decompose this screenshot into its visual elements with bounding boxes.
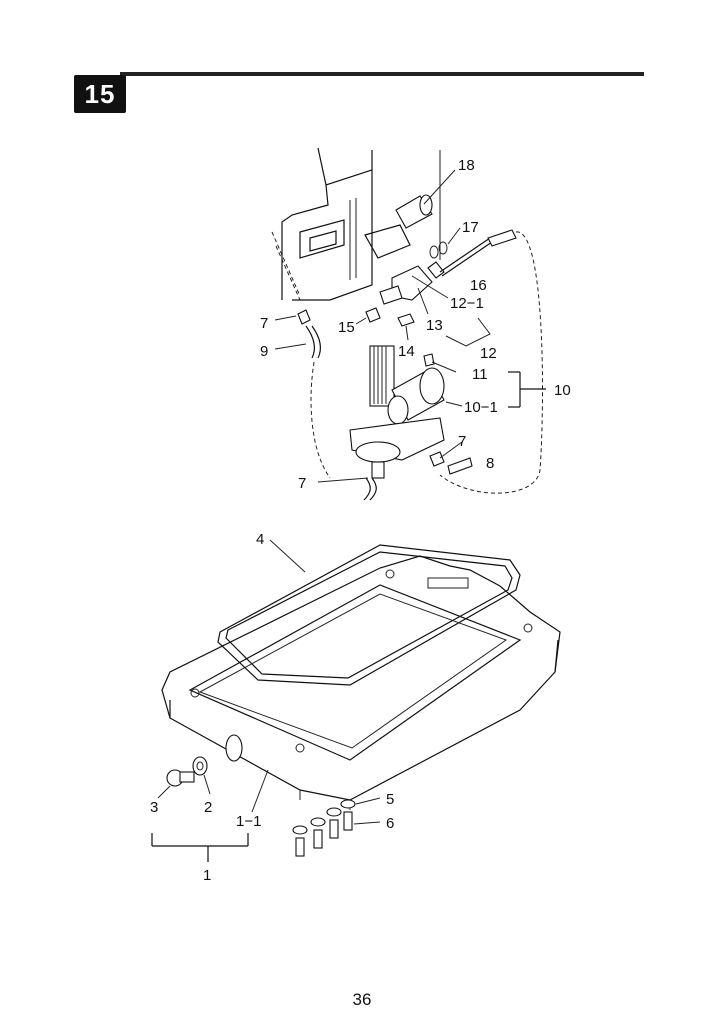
part-12-assembly	[355, 265, 491, 347]
part-18-sleeve	[395, 169, 456, 229]
part-16-tube	[427, 229, 544, 494]
machine-frame	[271, 147, 441, 301]
callout-5: 5	[386, 791, 394, 808]
callout-4: 4	[256, 531, 264, 548]
part-2-washer	[192, 756, 211, 795]
callout-2: 2	[204, 799, 212, 816]
callout-13: 13	[426, 317, 443, 334]
callout-18: 18	[458, 157, 475, 174]
bracket-10	[508, 371, 546, 408]
part-5-washers	[292, 797, 381, 835]
part-17-oring	[429, 227, 461, 259]
part-4-gasket	[217, 539, 521, 686]
callout-7-upper: 7	[260, 315, 268, 332]
callout-14: 14	[398, 343, 415, 360]
bracket-1	[151, 833, 249, 862]
callout-10: 10	[554, 382, 571, 399]
callout-11: 11	[472, 366, 488, 383]
part-1-1-pan	[161, 555, 561, 813]
callout-12-1: 12−1	[450, 295, 484, 312]
callout-7-lower: 7	[298, 475, 306, 492]
callout-7-right: 7	[458, 433, 466, 450]
callout-1: 1	[203, 867, 211, 884]
callout-15: 15	[338, 319, 355, 336]
callout-9: 9	[260, 343, 268, 360]
callout-1-1: 1−1	[236, 813, 261, 830]
part-10-pump-body	[349, 345, 473, 501]
part-3-drain-screw	[157, 769, 195, 799]
callout-12: 12	[480, 345, 497, 362]
callout-3: 3	[150, 799, 158, 816]
page-number: 36	[352, 990, 372, 1009]
part-6-bolts	[295, 811, 381, 857]
section-badge: 15	[74, 75, 126, 113]
part-9-hose	[274, 309, 331, 479]
callout-6: 6	[386, 815, 394, 832]
header-rule	[120, 72, 644, 76]
callout-16: 16	[470, 277, 487, 294]
callout-17: 17	[462, 219, 479, 236]
callout-10-1: 10−1	[464, 399, 498, 416]
callout-8: 8	[486, 455, 494, 472]
